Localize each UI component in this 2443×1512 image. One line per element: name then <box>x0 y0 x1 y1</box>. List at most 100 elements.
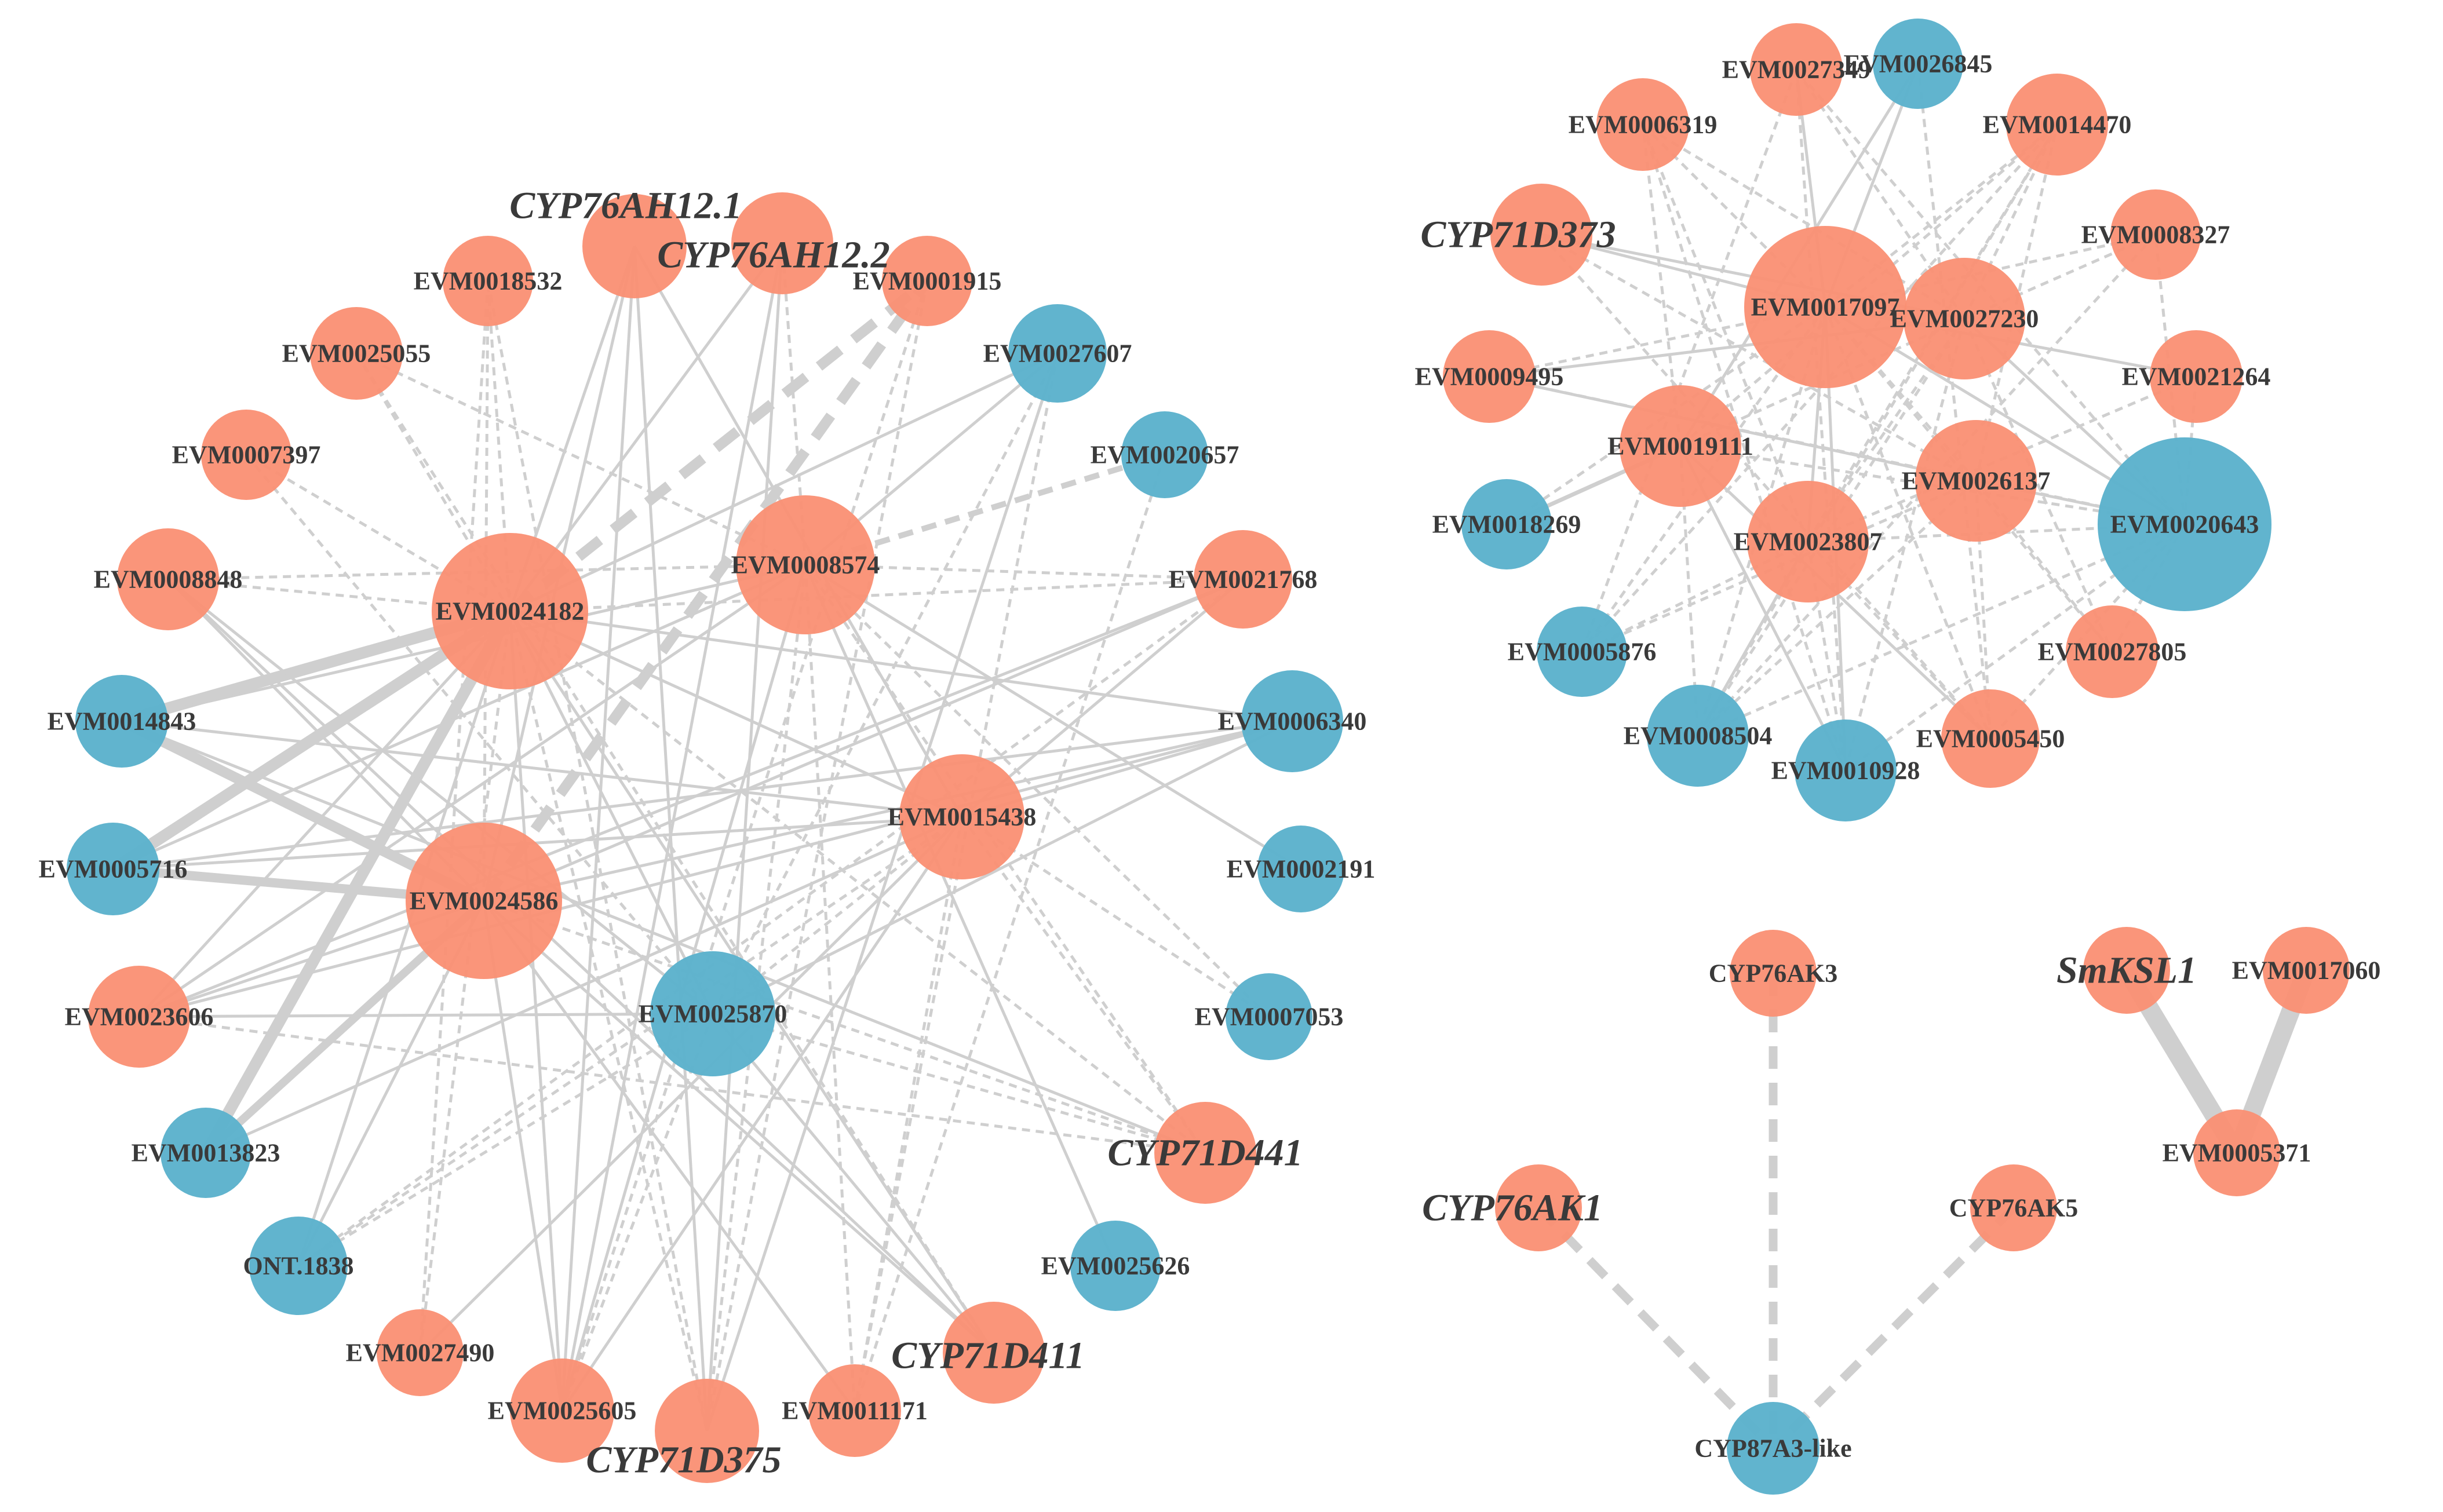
node-label-EVM0020643: EVM0020643 <box>2110 510 2259 539</box>
node-EVM0024586[interactable] <box>406 823 562 979</box>
node-CYP76AH12.1[interactable] <box>582 194 687 298</box>
edge-EVM0001915-CYP71D375 <box>705 280 929 1431</box>
edge-EVM0025870-ONT.1838 <box>297 1012 714 1268</box>
node-EVM0005450[interactable] <box>1941 689 2040 788</box>
node-EVM0008504[interactable] <box>1647 685 1749 787</box>
edge-EVM0024586-CYP71D441 <box>483 899 1206 1155</box>
node-label-EVM0007397: EVM0007397 <box>172 441 321 469</box>
node-SmKSL1[interactable] <box>2083 927 2170 1014</box>
node-EVM0005716[interactable] <box>67 823 159 915</box>
node-label-EVM0021768: EVM0021768 <box>1169 565 1318 594</box>
node-label-EVM0025605: EVM0025605 <box>488 1397 637 1425</box>
node-EVM0005371[interactable] <box>2193 1109 2280 1196</box>
node-EVM0015438[interactable] <box>899 754 1024 879</box>
node-EVM0018269[interactable] <box>1461 479 1552 569</box>
node-EVM0023606[interactable] <box>88 966 190 1068</box>
edge-EVM0025870-EVM0023606 <box>138 1012 713 1018</box>
edge-EVM0027607-CYP71D375 <box>705 353 1059 1431</box>
node-CYP71D375[interactable] <box>655 1379 759 1483</box>
node-label-EVM0005716: EVM0005716 <box>39 855 188 883</box>
node-label-EVM0015438: EVM0015438 <box>888 803 1037 831</box>
node-EVM0024182[interactable] <box>432 533 588 689</box>
node-EVM0023807[interactable] <box>1747 481 1869 602</box>
node-label-EVM0002191: EVM0002191 <box>1227 855 1376 883</box>
node-EVM0018532[interactable] <box>443 236 533 326</box>
edge-EVM0025870-CYP71D411 <box>712 1013 995 1354</box>
node-EVM0008574[interactable] <box>736 495 875 634</box>
edge-EVM0024586-EVM0021768 <box>483 578 1244 903</box>
node-EVM0006340[interactable] <box>1241 670 1343 772</box>
node-EVM0017060[interactable] <box>2263 927 2350 1014</box>
edge-EVM0014470-EVM0005876 <box>1581 123 2058 653</box>
edge-EVM0027349-EVM0010928 <box>1795 69 1847 771</box>
labels-layer: EVM0024182EVM0024586EVM0008574EVM0015438… <box>39 50 2381 1481</box>
node-label-EVM0024586: EVM0024586 <box>410 887 559 915</box>
node-EVM0027490[interactable] <box>377 1309 464 1396</box>
node-EVM0001915[interactable] <box>882 236 972 326</box>
node-CYP76AK1[interactable] <box>1495 1164 1582 1251</box>
node-label-EVM0021264: EVM0021264 <box>2122 363 2271 391</box>
edge-EVM0008574-EVM0008848 <box>167 563 806 581</box>
node-EVM0007397[interactable] <box>201 410 291 500</box>
edge-EVM0008574-EVM0025626 <box>804 564 1117 1267</box>
node-EVM0020643[interactable] <box>2098 437 2271 611</box>
node-EVM0027349[interactable] <box>1750 23 1843 116</box>
node-label-EVM0023807: EVM0023807 <box>1734 528 1883 556</box>
node-EVM0020657[interactable] <box>1121 411 1208 498</box>
node-EVM0026137[interactable] <box>1915 420 2037 542</box>
node-EVM0014843[interactable] <box>75 675 168 768</box>
node-label-CYP76AK5: CYP76AK5 <box>1949 1194 2078 1222</box>
node-EVM0021768[interactable] <box>1194 530 1292 629</box>
edge-EVM0024182-EVM0015438 <box>509 609 963 819</box>
edge-EVM0008574-EVM0011171 <box>804 564 856 1411</box>
edge-EVM0024182-EVM0007397 <box>245 453 511 613</box>
node-label-CYP71D375: CYP71D375 <box>586 1439 781 1481</box>
edge-EVM0024586-EVM0006340 <box>483 720 1293 903</box>
node-EVM0026845[interactable] <box>1873 19 1963 109</box>
node-EVM0011171[interactable] <box>808 1364 901 1457</box>
edge-EVM0020657-EVM0011171 <box>853 454 1166 1411</box>
node-EVM0027607[interactable] <box>1008 304 1107 403</box>
node-EVM0025626[interactable] <box>1070 1221 1161 1311</box>
edge-EVM0024182-EVM0001915 <box>506 276 931 616</box>
node-CYP71D373[interactable] <box>1490 184 1592 286</box>
node-label-CYP87A3-like: CYP87A3-like <box>1694 1434 1851 1463</box>
node-label-EVM0008848: EVM0008848 <box>94 565 243 594</box>
node-EVM0010928[interactable] <box>1795 720 1897 821</box>
node-label-SmKSL1: SmKSL1 <box>2057 949 2197 992</box>
node-EVM0013823[interactable] <box>161 1108 251 1198</box>
node-EVM0008848[interactable] <box>117 528 219 630</box>
node-label-EVM0019111: EVM0019111 <box>1607 432 1753 461</box>
node-EVM0005876[interactable] <box>1537 607 1627 697</box>
node-EVM0021264[interactable] <box>2150 330 2243 423</box>
node-EVM0025870[interactable] <box>650 951 775 1076</box>
node-label-EVM0008327: EVM0008327 <box>2081 221 2230 249</box>
edge-EVM0025870-CYP71D441 <box>712 1012 1206 1155</box>
node-CYP76AK3[interactable] <box>1730 930 1817 1017</box>
node-EVM0008327[interactable] <box>2110 189 2201 280</box>
node-EVM0007053[interactable] <box>1226 973 1312 1060</box>
edge-EVM0024182-EVM0005716 <box>110 606 513 874</box>
node-EVM0027230[interactable] <box>1904 258 2025 379</box>
node-EVM0009495[interactable] <box>1443 330 1536 423</box>
node-CYP87A3-like[interactable] <box>1727 1402 1820 1495</box>
node-label-EVM0017097: EVM0017097 <box>1751 293 1900 322</box>
node-EVM0014470[interactable] <box>2006 74 2108 176</box>
node-label-EVM0023606: EVM0023606 <box>65 1003 214 1031</box>
node-CYP76AH12.2[interactable] <box>731 192 833 294</box>
node-EVM0002191[interactable] <box>1257 826 1344 912</box>
node-EVM0006319[interactable] <box>1596 78 1689 171</box>
node-EVM0017097[interactable] <box>1744 226 1906 388</box>
node-ONT.1838[interactable] <box>249 1217 348 1315</box>
edge-CYP76AH12.1-CYP71D375 <box>633 246 709 1431</box>
node-CYP76AK5[interactable] <box>1970 1164 2057 1251</box>
node-EVM0019111[interactable] <box>1620 385 1741 507</box>
edge-EVM0025870-EVM0006340 <box>712 720 1293 1016</box>
node-EVM0025055[interactable] <box>310 307 403 400</box>
node-EVM0025605[interactable] <box>510 1358 614 1463</box>
edge-CYP76AH12.1-EVM0025605 <box>560 246 636 1411</box>
node-EVM0027805[interactable] <box>2066 605 2158 698</box>
node-CYP71D441[interactable] <box>1154 1102 1256 1204</box>
node-label-EVM0018269: EVM0018269 <box>1432 510 1581 539</box>
node-CYP71D411[interactable] <box>943 1302 1045 1404</box>
